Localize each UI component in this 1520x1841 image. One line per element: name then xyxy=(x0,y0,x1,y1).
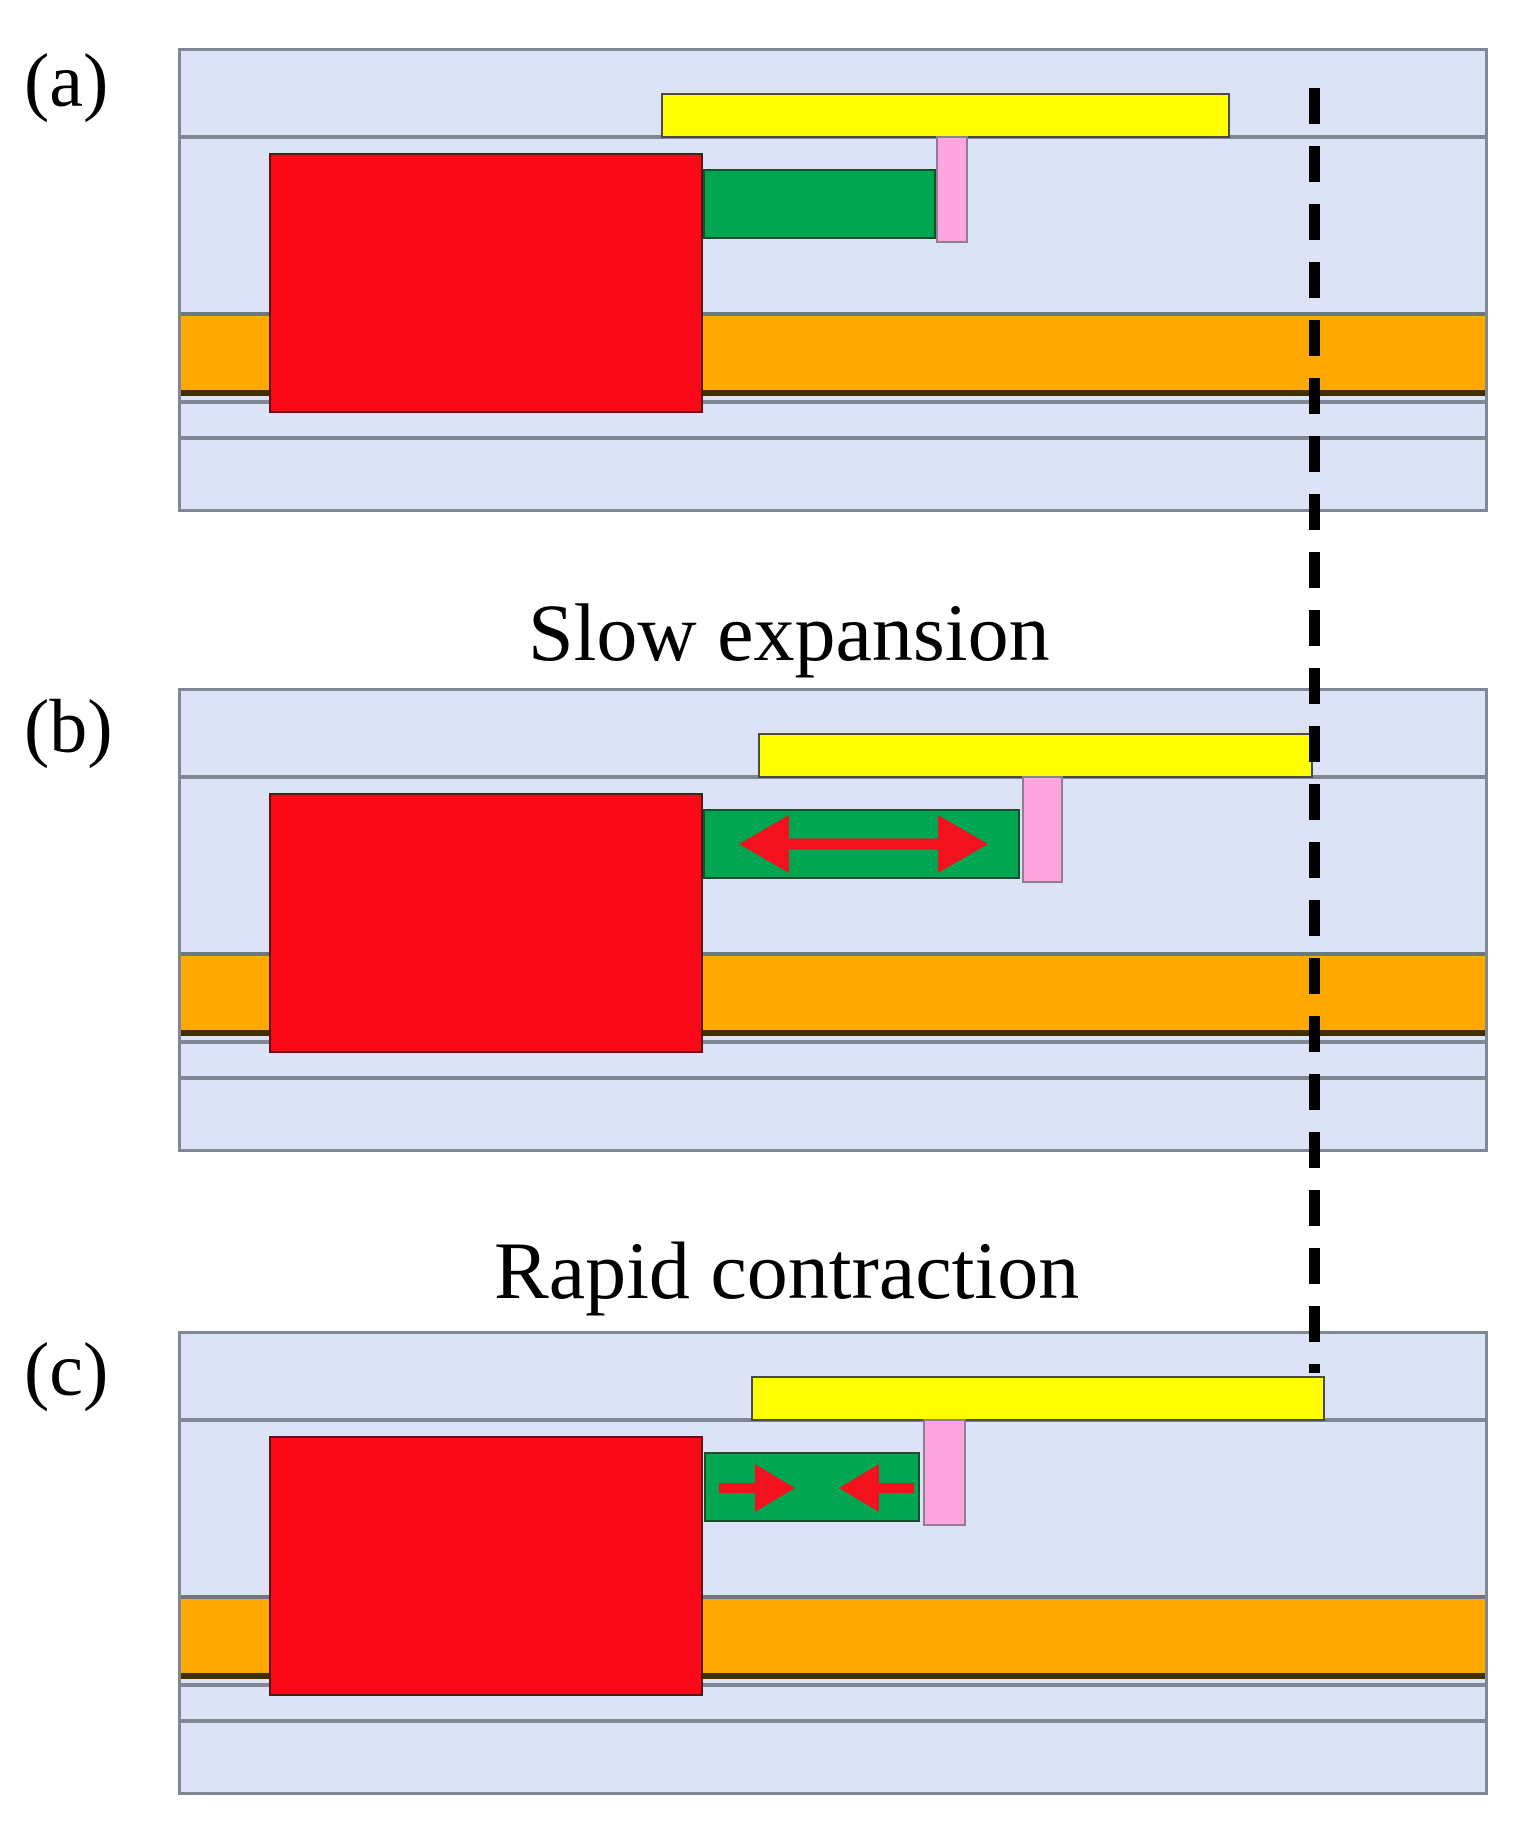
yellow-bar xyxy=(751,1376,1325,1421)
substrate-line-2 xyxy=(181,400,1485,404)
yellow-bar xyxy=(758,733,1313,778)
dashed-reference-line xyxy=(1309,88,1320,1373)
panel-label-c: (c) xyxy=(24,1328,109,1412)
device-panel-b xyxy=(178,688,1488,1152)
green-bar xyxy=(703,169,936,239)
pink-bar xyxy=(923,1419,966,1526)
substrate-line-2 xyxy=(181,1683,1485,1687)
pink-bar xyxy=(1022,776,1063,883)
caption-rapid-contraction: Rapid contraction xyxy=(494,1225,1080,1316)
orange-layer-dark-edge xyxy=(181,390,1485,396)
substrate-line-3 xyxy=(181,436,1485,440)
substrate-line-3 xyxy=(181,1076,1485,1080)
device-panel-a xyxy=(178,48,1488,512)
device-panel-c xyxy=(178,1331,1488,1795)
green-bar xyxy=(704,1452,920,1522)
red-block xyxy=(269,153,703,413)
substrate-line-3 xyxy=(181,1719,1485,1723)
orange-layer-top-edge xyxy=(181,952,1485,956)
pink-bar xyxy=(936,136,968,243)
green-bar xyxy=(703,809,1020,879)
orange-layer-top-edge xyxy=(181,312,1485,316)
orange-layer-top-edge xyxy=(181,1595,1485,1599)
orange-layer-dark-edge xyxy=(181,1030,1485,1036)
orange-layer-dark-edge xyxy=(181,1673,1485,1679)
panel-label-b: (b) xyxy=(24,685,113,769)
substrate-line-2 xyxy=(181,1040,1485,1044)
yellow-bar xyxy=(661,93,1230,138)
red-block xyxy=(269,793,703,1053)
caption-slow-expansion: Slow expansion xyxy=(528,587,1050,678)
panel-label-a: (a) xyxy=(24,39,109,123)
red-block xyxy=(269,1436,703,1696)
